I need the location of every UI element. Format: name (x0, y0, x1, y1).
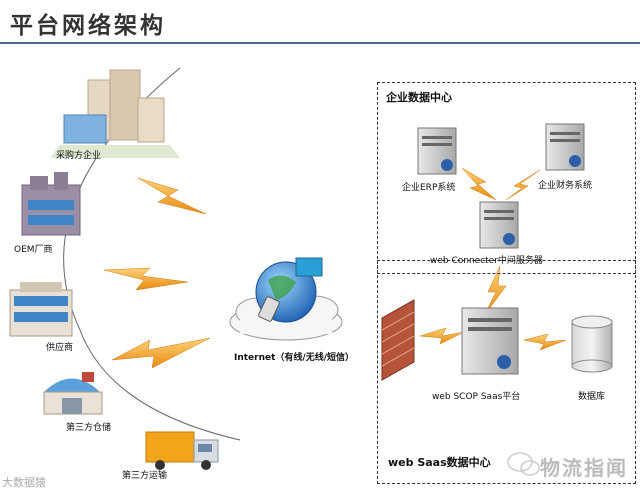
oem-building-icon (21, 172, 81, 236)
transport-label: 第三方运输 (122, 471, 168, 481)
lightning-finance-icon (505, 169, 541, 201)
buyer-building-icon (50, 69, 180, 158)
warehouse-label: 第三方仓储 (66, 423, 112, 433)
lightning-erp-icon (461, 167, 497, 201)
saas-server-icon (461, 307, 519, 375)
erp-server-icon (417, 127, 457, 175)
database-label: 数据库 (578, 392, 606, 402)
watermark-left: 大数据猿 (2, 476, 46, 489)
database-icon (571, 315, 613, 373)
erp-label: 企业ERP系统 (402, 183, 456, 193)
enterprise-datacenter-title: 企业数据中心 (386, 91, 452, 104)
title-divider (0, 42, 640, 44)
oem-label: OEM厂商 (14, 245, 53, 255)
lightning-database-icon (523, 333, 567, 351)
supplier-building-icon (9, 282, 73, 337)
internet-label: Internet（有线/无线/短信） (234, 353, 354, 363)
supplier-label: 供应商 (46, 343, 74, 353)
saas-datacenter-box (377, 260, 636, 484)
saas-datacenter-title: web Saas数据中心 (388, 456, 491, 469)
wechat-watermark-icon (507, 452, 540, 476)
finance-label: 企业财务系统 (538, 181, 593, 191)
lightning-buyer-icon (137, 177, 207, 215)
lightning-supplier-icon (111, 337, 211, 369)
truck-icon (145, 431, 219, 470)
enterprise-datacenter-box (377, 82, 636, 274)
finance-server-icon (545, 123, 585, 171)
saas-platform-label: web SCOP Saas平台 (432, 392, 521, 402)
phone-icon (258, 296, 280, 322)
middleware-label: web Connecter中间服务器 (430, 256, 543, 266)
lightning-oem-icon (103, 267, 189, 291)
page-title: 平台网络架构 (10, 13, 166, 39)
monitor-icon (295, 257, 323, 277)
middleware-server-icon (479, 201, 519, 249)
watermark-right: 物流指闻 (540, 456, 628, 480)
buyer-label: 采购方企业 (56, 151, 102, 161)
firewall-icon (381, 299, 415, 381)
warehouse-icon (43, 372, 103, 415)
left-connection-curve (63, 67, 241, 441)
